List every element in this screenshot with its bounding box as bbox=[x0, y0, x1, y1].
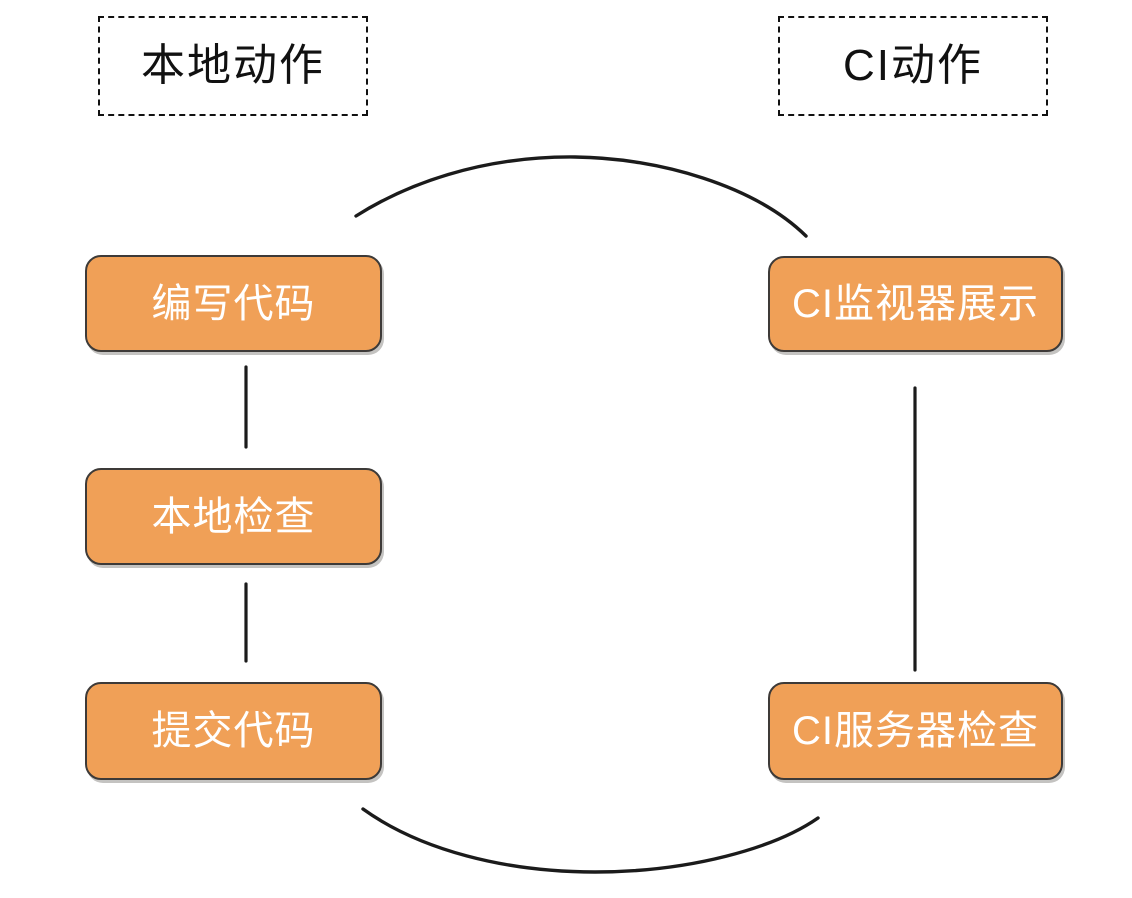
node-commit-code-label: 提交代码 bbox=[151, 709, 316, 753]
node-ci-monitor[interactable]: CI监视器展示 bbox=[768, 256, 1063, 352]
arrowhead-down-1 bbox=[236, 441, 256, 461]
node-ci-monitor-label: CI监视器展示 bbox=[792, 282, 1039, 326]
node-write-code-label: 编写代码 bbox=[151, 281, 316, 326]
edge-commit-to-server bbox=[361, 807, 828, 874]
swimlane-header-ci-label: CI动作 bbox=[843, 41, 983, 90]
arrowhead-left bbox=[348, 210, 374, 228]
arrowhead-up bbox=[905, 372, 925, 394]
swimlane-header-local-label: 本地动作 bbox=[141, 41, 325, 90]
arrowhead-right bbox=[802, 812, 828, 834]
node-local-check-label: 本地检查 bbox=[151, 494, 316, 539]
edge-monitor-to-write bbox=[348, 155, 808, 238]
node-commit-code[interactable]: 提交代码 bbox=[85, 682, 382, 780]
edge-write-to-check bbox=[236, 365, 256, 461]
node-ci-server[interactable]: CI服务器检查 bbox=[768, 682, 1063, 780]
node-local-check[interactable]: 本地检查 bbox=[85, 468, 382, 565]
swimlane-header-ci: CI动作 bbox=[778, 16, 1048, 116]
node-write-code[interactable]: 编写代码 bbox=[85, 255, 382, 352]
node-ci-server-label: CI服务器检查 bbox=[792, 709, 1039, 753]
swimlane-header-local: 本地动作 bbox=[98, 16, 368, 116]
edge-check-to-commit bbox=[236, 582, 256, 675]
arrowhead-down-2 bbox=[236, 655, 256, 675]
edge-server-to-monitor bbox=[905, 372, 925, 672]
